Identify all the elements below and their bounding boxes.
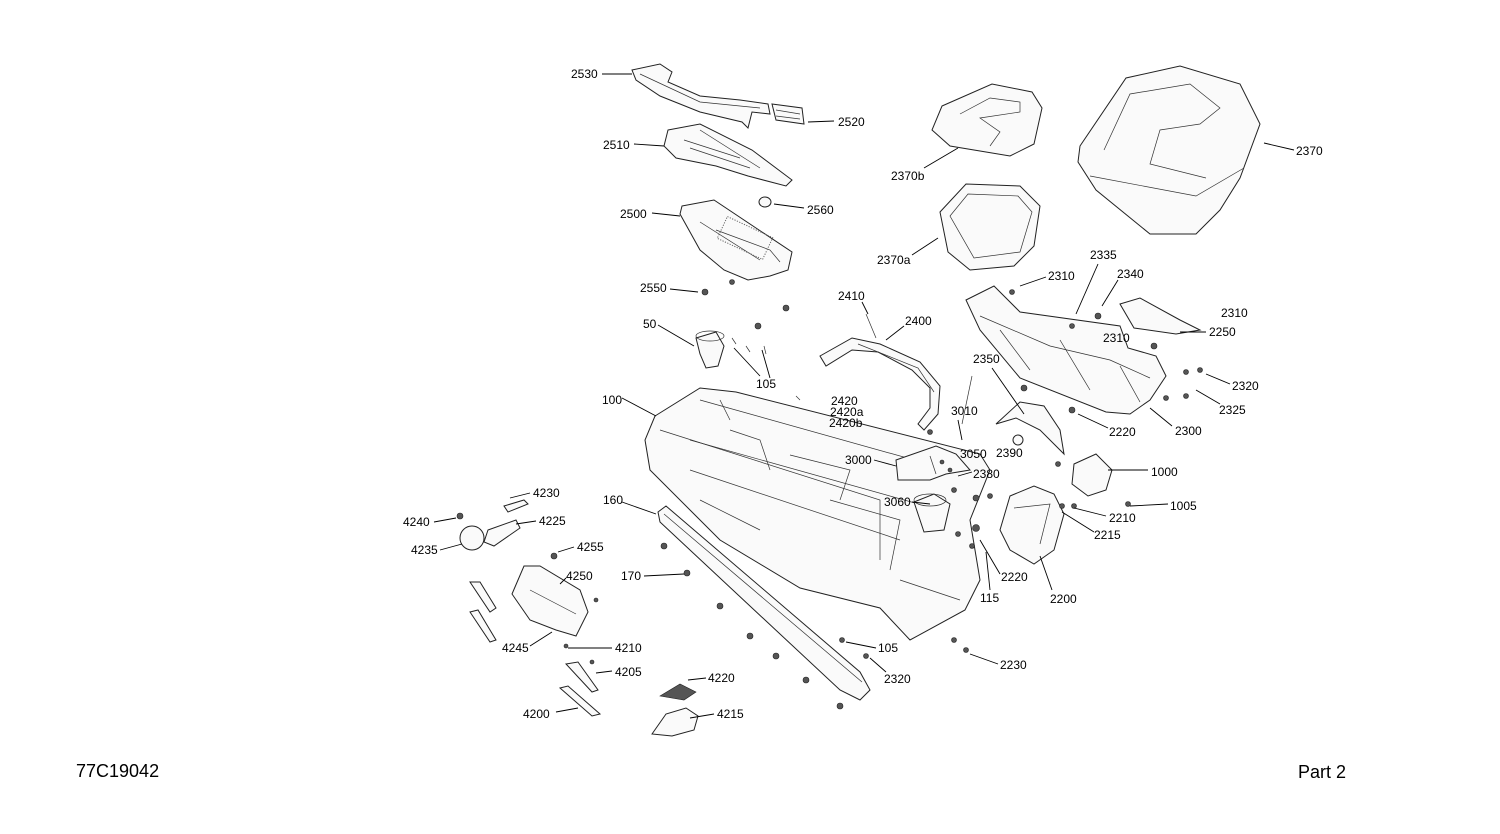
callout-105-lower: 105 [878, 641, 898, 655]
part-1000-cup-holder [1071, 453, 1113, 497]
part-2550-screws [701, 279, 790, 330]
callout-4205: 4205 [615, 665, 642, 679]
callout-4250: 4250 [566, 569, 593, 583]
sheet-part-label: Part 2 [1298, 762, 1347, 782]
callout-2220-lower: 2220 [1001, 570, 1028, 584]
callout-115: 115 [980, 591, 999, 605]
part-105-screws-top [731, 337, 801, 401]
callout-2370b: 2370b [891, 169, 925, 183]
callout-4240: 4240 [403, 515, 430, 529]
callout-4235: 4235 [411, 543, 438, 557]
callout-labels: 2530 2520 2510 2560 2500 2550 50 105 100… [403, 67, 1323, 721]
callout-2380: 2380 [973, 467, 1000, 481]
callout-2510: 2510 [603, 138, 630, 152]
part-2370a-liner [939, 183, 1041, 271]
callout-2310-top: 2310 [1048, 269, 1075, 283]
callout-2310-right: 2310 [1221, 306, 1248, 320]
part-2510-tray [663, 123, 793, 187]
callout-4230: 4230 [533, 486, 560, 500]
callout-4220: 4220 [708, 671, 735, 685]
callout-2370a: 2370a [877, 253, 911, 267]
part-2500-bin [679, 199, 793, 281]
part-2400-grab-bar [819, 313, 973, 431]
callout-1005: 1005 [1170, 499, 1197, 513]
callout-3010: 3010 [951, 404, 978, 418]
part-2530-rail [631, 63, 771, 129]
callout-3060: 3060 [884, 495, 911, 509]
drawing-number: 77C19042 [76, 761, 160, 781]
part-50-cup [695, 330, 725, 369]
part-2560-plug [758, 196, 772, 208]
callout-2340: 2340 [1117, 267, 1144, 281]
hardware-small [839, 289, 1203, 659]
leader-lines [433, 73, 1295, 719]
callout-2370: 2370 [1296, 144, 1323, 158]
callout-3000: 3000 [845, 453, 872, 467]
callout-100: 100 [602, 393, 622, 407]
callout-4255: 4255 [577, 540, 604, 554]
part-2350-cover [995, 401, 1065, 456]
callout-2520: 2520 [838, 115, 865, 129]
callout-2220-upper: 2220 [1109, 425, 1136, 439]
part-2520-handle [771, 103, 805, 125]
callout-2500: 2500 [620, 207, 647, 221]
part-4200-group [456, 499, 699, 737]
part-170-clips [660, 542, 844, 710]
callout-4225: 4225 [539, 514, 566, 528]
callout-2420b: 2420b [829, 416, 863, 430]
part-2370b-lid-small [931, 83, 1043, 157]
callout-1000: 1000 [1151, 465, 1178, 479]
callout-105-upper: 105 [756, 377, 776, 391]
callout-2335: 2335 [1090, 248, 1117, 262]
callout-160: 160 [603, 493, 623, 507]
callout-2310-mid: 2310 [1103, 331, 1130, 345]
callout-2300: 2300 [1175, 424, 1202, 438]
part-100-main-tub [644, 387, 991, 641]
callout-2320-right: 2320 [1232, 379, 1259, 393]
callout-170: 170 [621, 569, 641, 583]
callout-2325: 2325 [1219, 403, 1246, 417]
callout-2320-lower: 2320 [884, 672, 911, 686]
part-2200-side-panel [999, 485, 1065, 565]
callout-3050: 3050 [960, 447, 987, 461]
callout-2400: 2400 [905, 314, 932, 328]
part-160-bumper [657, 505, 871, 701]
callout-2530: 2530 [571, 67, 598, 81]
callout-2350: 2350 [973, 352, 1000, 366]
callout-2200: 2200 [1050, 592, 1077, 606]
callout-2230: 2230 [1000, 658, 1027, 672]
callout-2560: 2560 [807, 203, 834, 217]
callout-4215: 4215 [717, 707, 744, 721]
callout-2410: 2410 [838, 289, 865, 303]
part-2300-base-frame [965, 285, 1167, 415]
callout-4200: 4200 [523, 707, 550, 721]
callout-2250: 2250 [1209, 325, 1236, 339]
part-2250-panel [1094, 297, 1202, 350]
callout-2550: 2550 [640, 281, 667, 295]
callout-50: 50 [643, 317, 657, 331]
callout-2210: 2210 [1109, 511, 1136, 525]
part-2370-storage-box [1077, 65, 1261, 235]
callout-2420a: 2420a [830, 405, 864, 419]
callout-2215: 2215 [1094, 528, 1121, 542]
callout-4245: 4245 [502, 641, 529, 655]
callout-2420: 2420 [831, 394, 858, 408]
callout-2390: 2390 [996, 446, 1023, 460]
callout-4210: 4210 [615, 641, 642, 655]
